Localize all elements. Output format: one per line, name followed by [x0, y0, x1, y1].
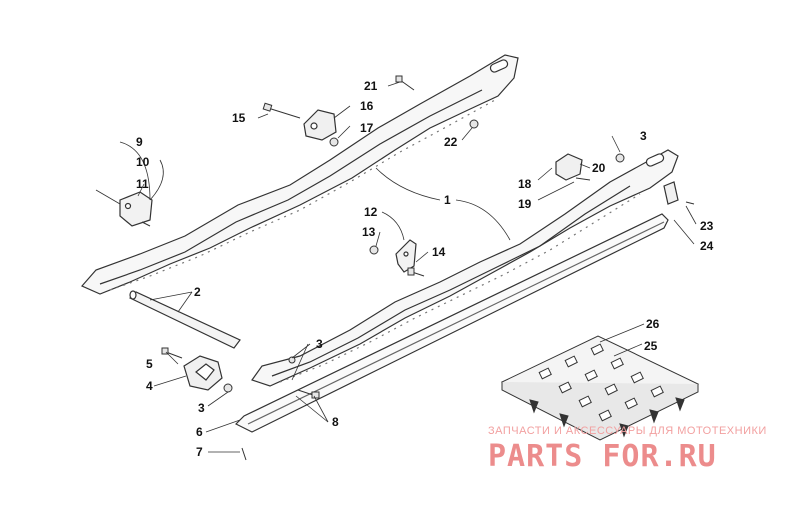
leader-lines — [95, 81, 697, 453]
callout-22: 22 — [444, 135, 458, 149]
wear-strip — [234, 213, 669, 433]
callout-18: 18 — [518, 177, 532, 191]
callout-26: 26 — [646, 317, 660, 331]
cross-shaft — [128, 290, 241, 349]
callout-13: 13 — [362, 225, 376, 239]
bumper-16 — [303, 109, 337, 141]
callout-21: 21 — [364, 79, 378, 93]
bracket-12 — [395, 239, 417, 273]
slide-rail-right — [251, 149, 679, 387]
callout-16: 16 — [360, 99, 374, 113]
callout-9: 9 — [136, 135, 143, 149]
callout-23: 23 — [700, 219, 714, 233]
watermark-subtitle: ЗАПЧАСТИ И АКСЕССУАРЫ ДЛЯ МОТОТЕХНИКИ — [488, 425, 767, 437]
callout-3: 3 — [198, 401, 205, 415]
callout-25: 25 — [644, 339, 658, 353]
bumper-20 — [555, 153, 583, 181]
callout-24: 24 — [700, 239, 714, 253]
watermark-brand: PARTS FOR.RU — [488, 439, 717, 474]
callout-11: 11 — [136, 177, 149, 191]
callout-3: 3 — [316, 337, 323, 351]
watermark: ЗАПЧАСТИ И АКСЕССУАРЫ ДЛЯ МОТОТЕХНИКИ PA… — [488, 425, 767, 474]
callout-15: 15 — [232, 111, 246, 125]
slide-rail-left — [81, 54, 519, 295]
bumper-block — [183, 355, 223, 391]
callout-14: 14 — [432, 245, 446, 259]
callout-10: 10 — [136, 155, 150, 169]
bracket-24 — [663, 181, 679, 205]
callout-17: 17 — [360, 121, 374, 135]
hardware — [141, 75, 695, 461]
stopper-bracket — [119, 191, 153, 227]
callout-4: 4 — [146, 379, 153, 393]
callout-7: 7 — [196, 445, 203, 459]
callout-19: 19 — [518, 197, 532, 211]
callouts: 1 2 3 3 3 4 5 6 7 8 9 10 11 12 13 14 15 … — [136, 79, 714, 459]
callout-8: 8 — [332, 415, 339, 429]
callout-3: 3 — [640, 129, 647, 143]
callout-20: 20 — [592, 161, 606, 175]
track-section — [500, 335, 700, 441]
callout-2: 2 — [194, 285, 201, 299]
callout-12: 12 — [364, 205, 378, 219]
callout-6: 6 — [196, 425, 203, 439]
callout-1: 1 — [444, 193, 451, 207]
callout-5: 5 — [146, 357, 153, 371]
